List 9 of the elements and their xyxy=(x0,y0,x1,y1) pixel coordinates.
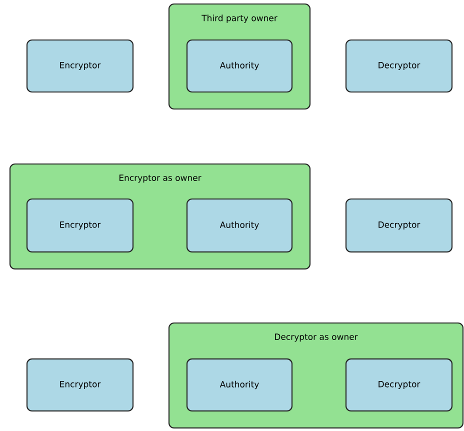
component-box: Encryptor xyxy=(26,39,134,93)
component-box: Authority xyxy=(186,358,293,412)
component-box: Encryptor xyxy=(26,358,134,412)
component-box: Decryptor xyxy=(345,39,453,93)
component-box: Encryptor xyxy=(26,198,134,253)
component-box: Authority xyxy=(186,39,293,93)
component-box: Decryptor xyxy=(345,198,453,253)
component-box: Decryptor xyxy=(345,358,453,412)
component-box: Authority xyxy=(186,198,293,253)
